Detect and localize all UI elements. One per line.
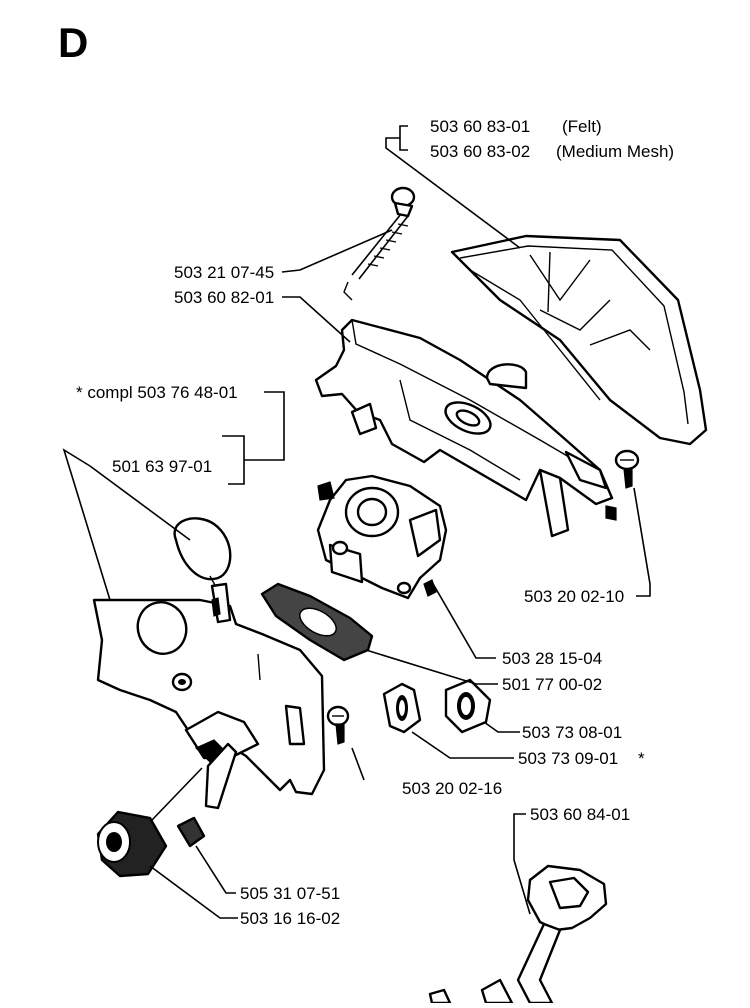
- bellows-drawing: [173, 517, 232, 599]
- label-filter-mesh-no: 503 60 83-02: [430, 142, 530, 161]
- knob-drawing: [96, 810, 206, 878]
- label-grommet-b-mark: *: [638, 749, 645, 768]
- section-letter: D: [58, 19, 88, 66]
- label-filter-felt-desc: (Felt): [562, 117, 602, 136]
- label-filter-holder: 503 60 82-01: [174, 288, 274, 307]
- air-filter-cover-drawing: [450, 234, 708, 446]
- label-compl-kit: * compl 503 76 48-01: [76, 383, 238, 402]
- label-screw-top: 503 21 07-45: [174, 263, 274, 282]
- gasket-drawing: [260, 582, 374, 662]
- label-grommet-b: 503 73 09-01: [518, 749, 618, 768]
- label-grommet-a: 503 73 08-01: [522, 723, 622, 742]
- label-filter-felt-no: 503 60 83-01: [430, 117, 530, 136]
- label-screw-right: 503 20 02-10: [524, 587, 624, 606]
- label-carburetor: 503 28 15-04: [502, 649, 602, 668]
- carburetor-drawing: [316, 474, 448, 600]
- label-gasket: 501 77 00-02: [502, 675, 602, 694]
- label-knob: 503 16 16-02: [240, 909, 340, 928]
- throttle-rod-drawing: [428, 864, 608, 1005]
- grommets-drawing: [382, 678, 492, 734]
- label-bellows: 501 63 97-01: [112, 457, 212, 476]
- long-screw-drawing: [343, 186, 416, 301]
- label-filter-mesh-desc: (Medium Mesh): [556, 142, 674, 161]
- label-throttle-rod: 503 60 84-01: [530, 805, 630, 824]
- screw-right-drawing: [614, 449, 640, 489]
- label-screw-small: 503 20 02-16: [402, 779, 502, 798]
- screw-small-drawing: [326, 705, 350, 745]
- filter-holder-drawing: [314, 318, 617, 538]
- label-spacer: 505 31 07-51: [240, 884, 340, 903]
- base-plate-drawing: [92, 582, 326, 810]
- leader-lines: [62, 125, 651, 919]
